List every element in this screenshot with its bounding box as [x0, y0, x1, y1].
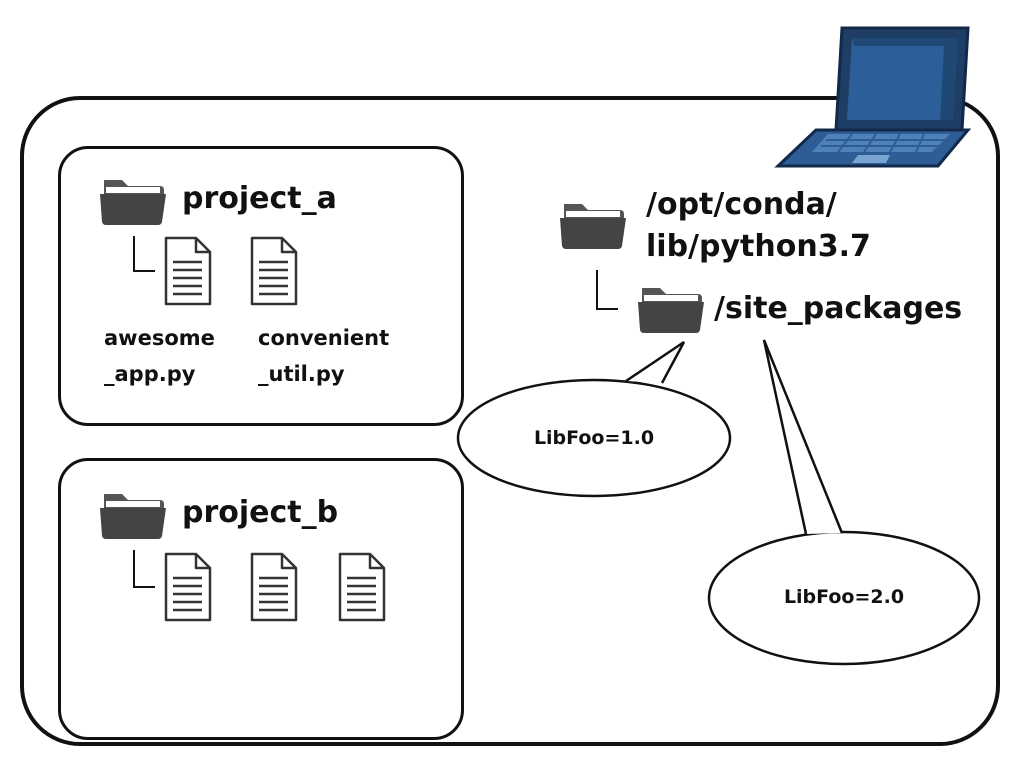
project-a-box [58, 146, 464, 426]
callout-text: LibFoo=2.0 [783, 586, 905, 608]
tree-connector [133, 550, 155, 588]
machine-frame [20, 96, 1000, 746]
callout-tail-outline [762, 339, 844, 535]
system-python-path: /opt/conda/ lib/python3.7 [646, 184, 871, 268]
site-packages-label: /site_packages [714, 291, 963, 326]
file-name: convenient _util.py [258, 320, 389, 392]
tree-connector [133, 236, 155, 272]
folder-icon[interactable] [98, 490, 168, 540]
file-name-line: awesome [104, 326, 215, 350]
folder-icon[interactable] [558, 200, 628, 250]
file-icon[interactable] [338, 552, 386, 622]
project-b-title: project_b [182, 495, 339, 530]
callout-text: LibFoo=1.0 [533, 427, 655, 449]
file-icon[interactable] [164, 552, 212, 622]
laptop-icon [774, 26, 972, 168]
file-name-line: _app.py [104, 362, 196, 386]
callout-bubble [456, 378, 732, 498]
tree-connector [596, 270, 618, 310]
path-line-1: /opt/conda/ [646, 187, 837, 222]
project-a-title: project_a [182, 181, 337, 216]
callout-tail-outline [625, 340, 686, 384]
file-icon[interactable] [250, 552, 298, 622]
project-b-box [58, 458, 464, 740]
file-icon[interactable] [250, 236, 298, 306]
callout-bubble [707, 530, 981, 666]
file-name: awesome _app.py [104, 320, 215, 392]
file-icon[interactable] [164, 236, 212, 306]
folder-icon[interactable] [98, 176, 168, 226]
path-line-2: lib/python3.7 [646, 229, 871, 264]
file-name-line: convenient [258, 326, 390, 350]
folder-icon[interactable] [636, 284, 706, 334]
file-name-line: _util.py [258, 362, 345, 386]
